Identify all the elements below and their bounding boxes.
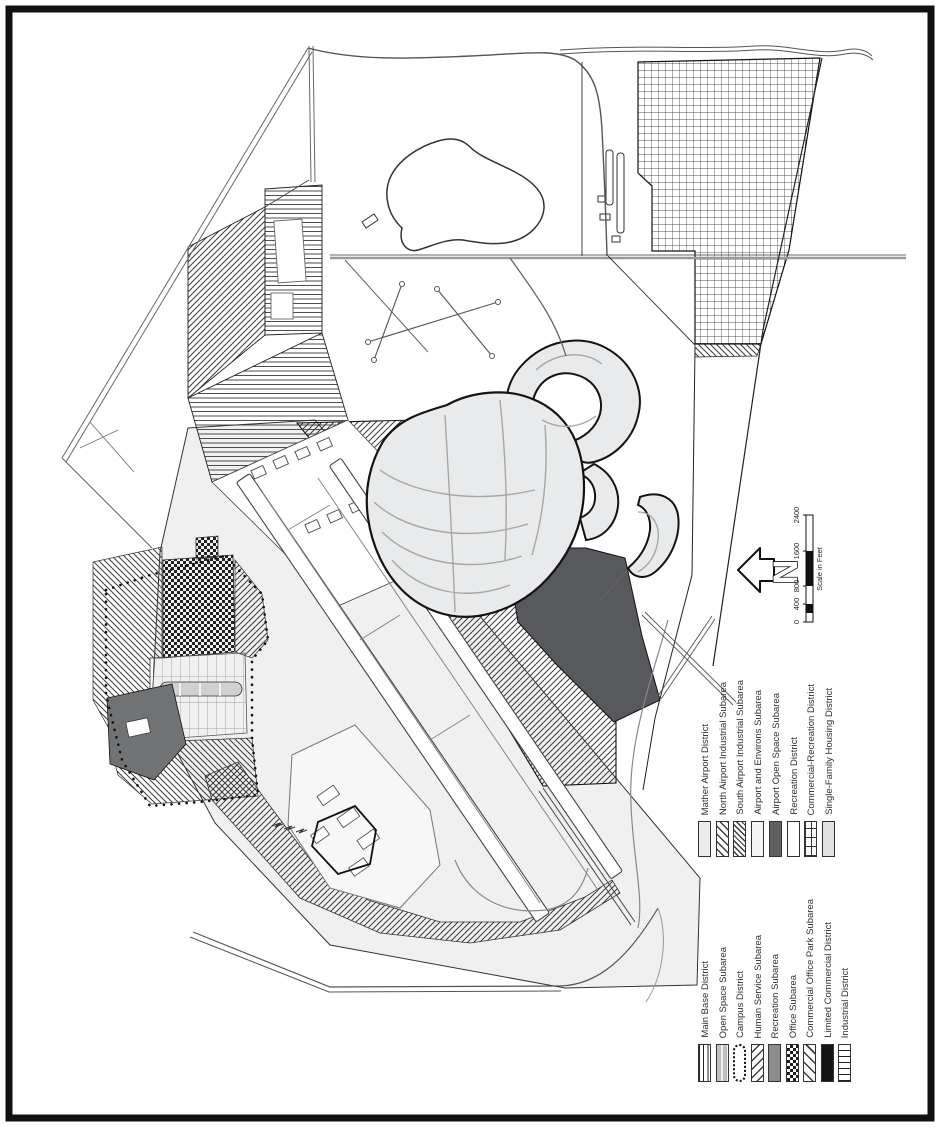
legend-label: Campus District	[735, 970, 746, 1038]
legend-item: Recreation Subarea	[767, 870, 784, 1082]
roads	[61, 45, 906, 1003]
legend-label: Recreation Subarea	[770, 953, 781, 1039]
legend-swatch-hatch-a-dense	[733, 821, 747, 857]
legend-label: North Airport Industrial Subarea	[717, 681, 729, 815]
legend-item: Airport and Environs Subarea	[750, 642, 767, 857]
legend-base-districts: Main Base District Open Space Subarea Camp…	[697, 870, 863, 1082]
scale-bar: 0 400 800 1600 2400 Scale in Feet	[792, 507, 824, 624]
raceway-facility	[597, 149, 625, 243]
legend-label: Open Space Subarea	[717, 946, 729, 1038]
legend-label: Industrial District	[840, 967, 851, 1038]
apron-buildings	[271, 724, 441, 909]
legend-swatch-light	[698, 821, 711, 857]
legend-item: Office Subarea	[785, 870, 802, 1082]
legend-item: Open Space Subarea	[715, 870, 732, 1082]
legend-label: Limited Commercial District	[822, 922, 834, 1038]
legend-item: Human Service Subarea	[750, 870, 767, 1082]
legend-label: Single-Family Housing District	[823, 688, 835, 815]
legend-airport-districts: Mather Airport District North Airport Ind…	[697, 642, 847, 857]
gridded-housing-area	[637, 57, 821, 358]
campus-district-dotted-boundary	[104, 554, 270, 808]
map-frame	[5, 5, 935, 1122]
legend-label: Office Subarea	[787, 974, 799, 1038]
scale-tick-label: 1600	[792, 543, 801, 560]
legend-swatch-hstripe	[838, 1044, 851, 1082]
north-arrow-letter: N	[767, 560, 805, 585]
boundary-hatch-band	[204, 761, 621, 944]
legend-item: Industrial District	[837, 870, 854, 1082]
legend-item: Airport Open Space Subarea	[768, 642, 785, 857]
legend-swatch-light-gray	[821, 821, 835, 857]
legend-swatch-lighter	[751, 821, 765, 857]
lake	[361, 138, 545, 252]
residential-crescent	[626, 493, 680, 578]
legend-swatch-plaid	[804, 821, 818, 857]
main-base-complex	[92, 535, 270, 808]
legend-label: Commercial Office Park Subarea	[805, 899, 816, 1038]
scale-tick-label: 2400	[792, 507, 801, 524]
legend-swatch-hatch-b	[750, 1044, 764, 1082]
legend-swatch-white	[786, 821, 800, 857]
legend-item: South Airport Industrial Subarea	[732, 642, 749, 857]
legend-label: Human Service Subarea	[752, 934, 764, 1039]
legend-label: Commercial-Recreation District	[806, 683, 818, 815]
legend-item: Mather Airport District	[697, 642, 714, 857]
north-arrow-icon: N	[737, 547, 806, 593]
legend-item: Campus District	[732, 870, 749, 1082]
legend-swatch-checker	[785, 1044, 799, 1082]
scale-tick-label: 0	[792, 620, 801, 624]
legend-swatch-hatch-a-wide	[803, 1044, 816, 1082]
legend-label: Mather Airport District	[700, 723, 711, 815]
scale-tick-label: 400	[792, 598, 801, 611]
legend-item: Main Base District	[697, 870, 714, 1082]
legend-item: Single-Family Housing District	[821, 642, 838, 857]
legend-swatch-dark-gray	[768, 821, 782, 857]
legend-label: Recreation District	[788, 737, 800, 815]
legend-item: Recreation District	[786, 642, 803, 857]
legend-item: North Airport Industrial Subarea	[715, 642, 732, 857]
legend-label: Airport and Environs Subarea	[753, 690, 765, 815]
legend-swatch-vstripe	[698, 1044, 711, 1082]
legend-label: Main Base District	[700, 961, 711, 1038]
legend-item: Commercial Office Park Subarea	[802, 870, 819, 1082]
legend-swatch-black	[820, 1044, 834, 1082]
legend-swatch-gray-stripe	[715, 1044, 729, 1082]
residential-areas	[365, 339, 680, 618]
legend-label: South Airport Industrial Subarea	[735, 680, 747, 815]
legend-item: Commercial-Recreation District	[803, 642, 820, 857]
scale-tick-label: 800	[792, 580, 801, 593]
legend-swatch-hatch-a	[715, 821, 729, 857]
legend-item: Limited Commercial District	[820, 870, 837, 1082]
legend-swatch-dotted	[733, 1044, 746, 1082]
legend-swatch-gray	[768, 1044, 781, 1082]
scale-bar-title: Scale in Feet	[815, 546, 824, 591]
legend-label: Airport Open Space Subarea	[770, 693, 782, 815]
